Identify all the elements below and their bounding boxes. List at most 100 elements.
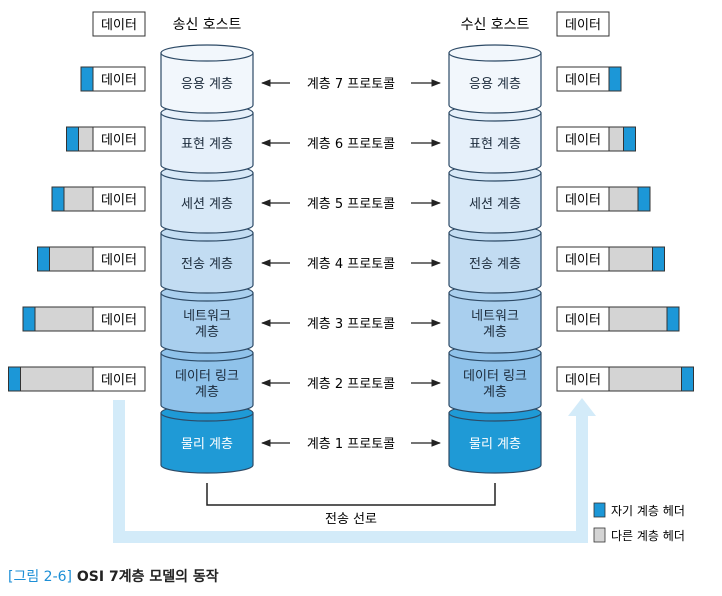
sender-top-data-box: 데이터 — [92, 11, 146, 37]
protocol-layer-6: 계층 6 프로토콜 — [261, 137, 441, 152]
sender-layer-6-label: 표현 계층 — [181, 137, 233, 152]
sender-packet-data-label: 데이터 — [101, 133, 137, 148]
other-header-segment — [78, 126, 94, 152]
protocol-layer-3-label: 계층 3 프로토콜 — [307, 317, 395, 332]
receiver-top-data-box: 데이터 — [556, 11, 610, 37]
receiver-layer-1-label: 물리 계층 — [469, 437, 521, 452]
sender-packet-data-label: 데이터 — [101, 313, 137, 328]
caption-figure-number: [그림 2-6] — [8, 569, 73, 585]
receiver-packet-data-label: 데이터 — [565, 253, 601, 268]
sender-packet-layer-2: 데이터 — [8, 366, 146, 392]
protocol-layer-5-label: 계층 5 프로토콜 — [307, 197, 395, 212]
other-header-segment — [63, 186, 94, 212]
receiver-packet-data-label: 데이터 — [565, 133, 601, 148]
receiver-packet-layer-6: 데이터 — [556, 126, 636, 152]
receiver-packet-data-label: 데이터 — [565, 313, 601, 328]
other-header-segment — [608, 126, 624, 152]
sender-layer-1-label: 물리 계층 — [181, 437, 233, 452]
own-header-segment — [66, 126, 79, 152]
other-header-segment — [49, 246, 94, 272]
caption-text: OSI 7계층 모델의 동작 — [76, 569, 219, 585]
sender-layer-6: 표현 계층 — [160, 104, 254, 174]
protocol-layer-1: 계층 1 프로토콜 — [261, 437, 441, 452]
receiver-packet-data-label: 데이터 — [565, 373, 601, 388]
sender-layer-4: 전송 계층 — [160, 224, 254, 294]
protocol-layer-7-label: 계층 7 프로토콜 — [307, 77, 395, 92]
protocol-layer-2: 계층 2 프로토콜 — [261, 377, 441, 392]
own-header-segment — [623, 126, 636, 152]
medium-label: 전송 선로 — [325, 512, 377, 527]
receiver-layer-6-label: 표현 계층 — [469, 137, 521, 152]
receiver-layer-7-label: 응용 계층 — [469, 77, 521, 92]
own-header-segment — [652, 246, 665, 272]
protocol-layer-3: 계층 3 프로토콜 — [261, 317, 441, 332]
protocol-layer-2-label: 계층 2 프로토콜 — [307, 377, 395, 392]
other-header-segment — [608, 246, 653, 272]
own-header-segment — [8, 366, 21, 392]
own-header-segment — [608, 66, 622, 92]
sender-packet-data-label: 데이터 — [101, 193, 137, 208]
receiver-layer-1: 물리 계층 — [448, 404, 542, 474]
sender-packet-layer-3: 데이터 — [22, 306, 146, 332]
own-header-segment — [666, 306, 680, 332]
other-header-segment — [20, 366, 94, 392]
other-header-segment — [608, 306, 668, 332]
receiver-packet-layer-2: 데이터 — [556, 366, 694, 392]
sender-layer-4-label: 전송 계층 — [181, 257, 233, 272]
other-header-segment — [608, 186, 639, 212]
sender-layer-7-label: 응용 계층 — [181, 77, 233, 92]
sender-packet-data-label: 데이터 — [101, 73, 137, 88]
sender-packet-layer-7: 데이터 — [80, 66, 146, 92]
data-flow-path — [113, 398, 596, 543]
receiver-packet-layer-5: 데이터 — [556, 186, 651, 212]
protocol-layer-5: 계층 5 프로토콜 — [261, 197, 441, 212]
own-header-segment — [37, 246, 50, 272]
sender-layer-1: 물리 계층 — [160, 404, 254, 474]
transmission-medium: 전송 선로 — [206, 483, 496, 527]
receiver-packet-data-label: 데이터 — [565, 193, 601, 208]
protocol-layer-4-label: 계층 4 프로토콜 — [307, 257, 395, 272]
receiver-layer-5-label: 세션 계층 — [469, 197, 521, 212]
legend-own-swatch — [593, 502, 606, 518]
protocol-layer-1-label: 계층 1 프로토콜 — [307, 437, 395, 452]
receiver-layer-5: 세션 계층 — [448, 164, 542, 234]
figure-caption: [그림 2-6] OSI 7계층 모델의 동작 — [8, 566, 219, 586]
protocol-layer-4: 계층 4 프로토콜 — [261, 257, 441, 272]
sender-layer-5-label: 세션 계층 — [181, 197, 233, 212]
other-header-segment — [34, 306, 94, 332]
receiver-packet-layer-4: 데이터 — [556, 246, 665, 272]
receiver-packet-layer-7: 데이터 — [556, 66, 622, 92]
sender-title: 송신 호스트 — [173, 17, 242, 33]
legend-other-swatch — [593, 527, 606, 543]
own-header-segment — [51, 186, 65, 212]
legend-own-label: 자기 계층 헤더 — [611, 504, 685, 518]
protocol-layer-6-label: 계층 6 프로토콜 — [307, 137, 395, 152]
own-header-segment — [22, 306, 36, 332]
sender-packet-data-label: 데이터 — [101, 373, 137, 388]
own-header-segment — [637, 186, 651, 212]
sender-packet-data-label: 데이터 — [101, 253, 137, 268]
sender-packet-layer-6: 데이터 — [66, 126, 146, 152]
own-header-segment — [681, 366, 694, 392]
legend-other-label: 다른 계층 헤더 — [611, 529, 685, 543]
other-header-segment — [608, 366, 682, 392]
sender-packet-layer-4: 데이터 — [37, 246, 146, 272]
receiver-layer-7: 응용 계층 — [448, 44, 542, 114]
sender-top-data-label: 데이터 — [101, 18, 137, 33]
receiver-top-data-label: 데이터 — [565, 18, 601, 33]
receiver-layer-4: 전송 계층 — [448, 224, 542, 294]
receiver-packet-data-label: 데이터 — [565, 73, 601, 88]
protocol-layer-7: 계층 7 프로토콜 — [261, 77, 441, 92]
receiver-layer-6: 표현 계층 — [448, 104, 542, 174]
receiver-title: 수신 호스트 — [461, 17, 530, 33]
sender-packet-layer-5: 데이터 — [51, 186, 146, 212]
